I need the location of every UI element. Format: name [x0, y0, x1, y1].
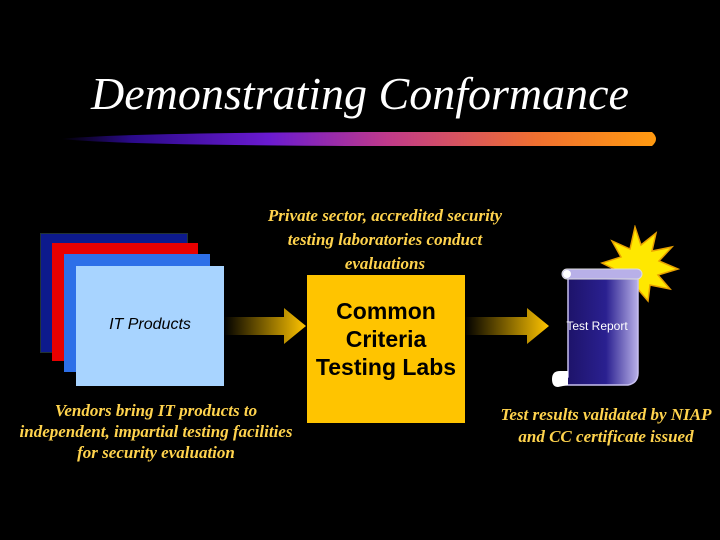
test-report-scroll-icon [552, 225, 681, 387]
labs-box [307, 275, 465, 423]
test-report-label: Test Report [566, 319, 628, 333]
slide-title: Demonstrating Conformance [91, 68, 629, 119]
results-caption: Test results validated by NIAP and CC ce… [500, 405, 712, 446]
vendor-caption: Vendors bring IT products to independent… [19, 401, 293, 462]
arrow-to-report-icon [465, 308, 549, 344]
title-underline-bar [60, 132, 656, 146]
it-products-label: IT Products [109, 316, 191, 333]
product-card-front [76, 266, 224, 386]
arrow-to-labs-icon [224, 308, 306, 344]
labs-description-caption: Private sector, accredited security test… [267, 206, 503, 273]
labs-label: Common Criteria Testing Labs [315, 298, 457, 380]
